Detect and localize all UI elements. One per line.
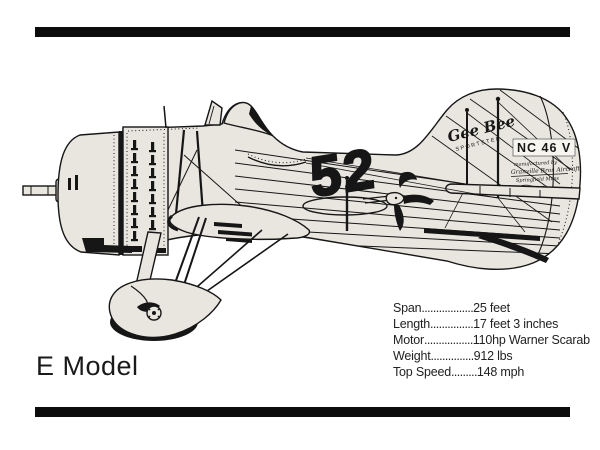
spec-value: 912 lbs — [473, 349, 513, 363]
spec-row-motor: Motor.................110hp Warner Scara… — [393, 332, 590, 348]
dot-leader: ................. — [423, 333, 473, 347]
spec-label: Motor — [393, 333, 424, 347]
spec-list: Span..................25 feet Length....… — [393, 300, 590, 380]
spec-row-length: Length...............17 feet 3 inches — [393, 316, 590, 332]
windscreen — [204, 99, 223, 126]
exhaust-pipe — [82, 238, 132, 253]
spec-row-span: Span..................25 feet — [393, 300, 590, 316]
cockpit — [127, 99, 307, 167]
bird-emblem — [362, 171, 434, 231]
dot-leader: .................. — [421, 301, 474, 315]
dot-leader: ......... — [450, 365, 477, 379]
far-wing-fairing — [302, 196, 388, 216]
deck-mast — [163, 105, 167, 129]
builder-script-line2: Granville Bros Aircraft — [511, 165, 581, 176]
rudder-hinge-line — [535, 95, 554, 260]
model-title: E Model — [36, 351, 139, 381]
louver-panel — [122, 126, 169, 256]
struts-and-wires — [167, 129, 498, 231]
spec-value: 110hp Warner Scarab — [472, 333, 590, 347]
tail-fin — [424, 89, 581, 263]
race-number: 52 — [308, 136, 379, 209]
spec-label: Length — [393, 317, 431, 331]
wheel-pant — [108, 278, 222, 338]
builder-script-line1: manufactured by — [514, 160, 558, 168]
spec-row-top-speed: Top Speed.........148 mph — [393, 364, 590, 380]
landing-gear — [108, 216, 289, 341]
registration-patch — [512, 138, 576, 157]
spec-label: Weight — [393, 349, 431, 363]
bottom-rule — [35, 407, 570, 417]
builder-script-line3: Springfield Mass — [516, 176, 560, 184]
spec-label: Span — [393, 301, 422, 315]
elevator-edge — [424, 228, 540, 241]
spec-label: Top Speed — [393, 365, 451, 379]
spec-value: 148 mph — [476, 365, 525, 379]
spec-value: 17 feet 3 inches — [473, 317, 559, 331]
registration: NC 46 V — [517, 141, 571, 155]
cockpit-scallop — [247, 156, 307, 167]
engine-cowling — [57, 131, 123, 256]
spec-value: 25 feet — [473, 301, 510, 315]
dot-leader: ............... — [430, 349, 474, 363]
spec-row-weight: Weight...............912 lbs — [393, 348, 590, 364]
wing-root — [167, 203, 311, 243]
horizontal-stabilizer — [445, 183, 581, 200]
tailskid — [478, 234, 549, 263]
dot-leader: ............... — [430, 317, 474, 331]
top-rule — [35, 27, 570, 37]
